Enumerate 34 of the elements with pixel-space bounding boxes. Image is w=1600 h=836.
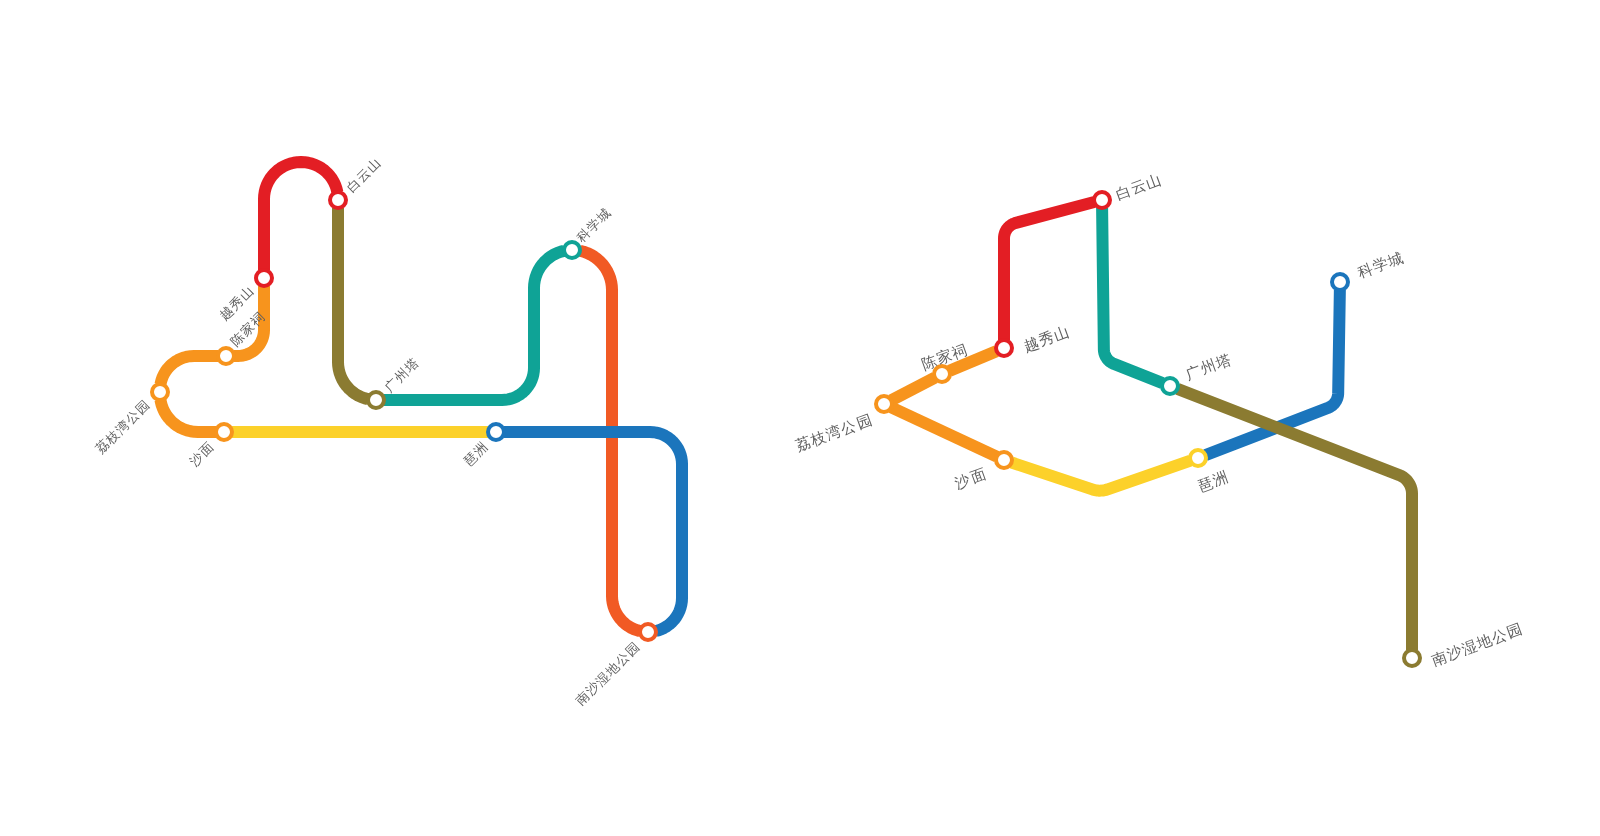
station-marker [1330, 272, 1350, 292]
metro-line [232, 426, 488, 438]
metro-line [154, 395, 216, 438]
station-marker [1188, 448, 1208, 468]
metro-line [332, 208, 371, 405]
station-marker [874, 394, 894, 414]
metro-line [888, 401, 1000, 463]
station-marker [994, 338, 1014, 358]
metro-line [232, 286, 270, 362]
station-marker [562, 240, 582, 260]
metro-line [1175, 383, 1418, 650]
metro-line [998, 196, 1096, 340]
station-marker [254, 268, 274, 288]
metro-line [504, 426, 688, 637]
station-marker [150, 382, 170, 402]
station-marker [486, 422, 506, 442]
metro-line [1203, 289, 1346, 461]
station-marker [214, 422, 234, 442]
station-marker [366, 390, 386, 410]
station-marker [328, 190, 348, 210]
metro-line [154, 350, 218, 390]
station-marker [216, 346, 236, 366]
station-marker [1402, 648, 1422, 668]
metro-line [947, 345, 999, 377]
metro-line [1009, 454, 1193, 497]
metro-line [258, 156, 344, 270]
metro-line [577, 245, 644, 637]
metro-line [384, 245, 567, 406]
metro-line [888, 372, 938, 406]
station-marker [638, 622, 658, 642]
station-marker [994, 450, 1014, 470]
station-marker [1092, 190, 1112, 210]
station-marker [1160, 376, 1180, 396]
metro-line [1096, 207, 1165, 389]
